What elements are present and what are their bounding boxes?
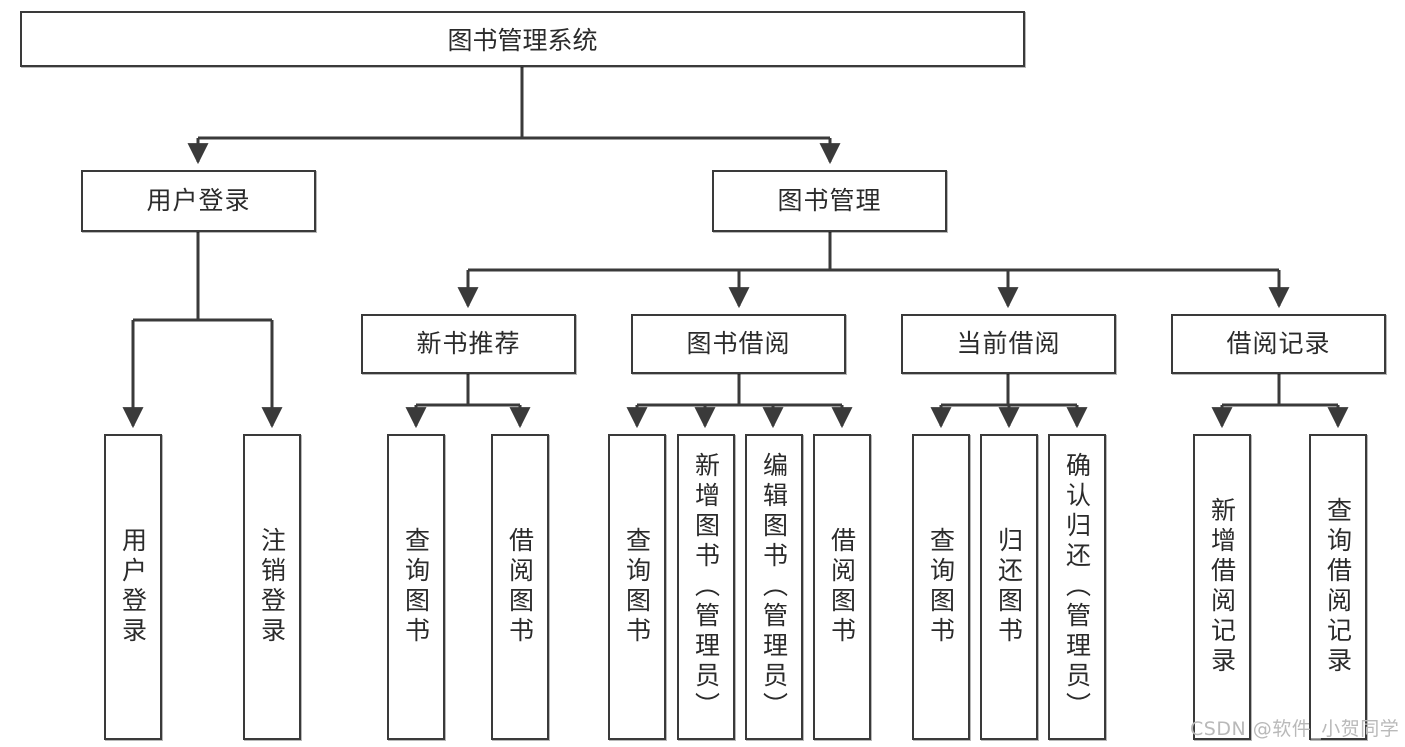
node-label: 图书管理 bbox=[777, 186, 882, 216]
node-label: 图书管理系统 bbox=[447, 26, 598, 55]
node-book-management[interactable]: 图书管理 bbox=[712, 170, 947, 232]
node-leaf-logout[interactable]: 注销登录 bbox=[243, 434, 301, 740]
node-leaf-add-borrow-record[interactable]: 新增借阅记录 bbox=[1193, 434, 1251, 740]
node-label: 查询图书 bbox=[622, 527, 652, 647]
node-label: 新增借阅记录 bbox=[1207, 497, 1237, 677]
node-label: 借阅记录 bbox=[1226, 329, 1331, 359]
node-label: 图书借阅 bbox=[686, 329, 791, 359]
node-leaf-user-login[interactable]: 用户登录 bbox=[104, 434, 162, 740]
node-leaf-query-book-recommend[interactable]: 查询图书 bbox=[387, 434, 445, 740]
node-label: 借阅图书 bbox=[827, 527, 857, 647]
node-label: 查询借阅记录 bbox=[1323, 497, 1353, 677]
node-label: 新增图书（管理员） bbox=[691, 452, 721, 722]
node-label: 编辑图书（管理员） bbox=[759, 452, 789, 722]
node-leaf-query-borrow-record[interactable]: 查询借阅记录 bbox=[1309, 434, 1367, 740]
node-label: 借阅图书 bbox=[505, 527, 535, 647]
node-book-borrowing[interactable]: 图书借阅 bbox=[631, 314, 846, 374]
node-user-login[interactable]: 用户登录 bbox=[81, 170, 316, 232]
node-label: 注销登录 bbox=[257, 527, 287, 647]
node-label: 用户登录 bbox=[118, 527, 148, 647]
node-borrowing-record[interactable]: 借阅记录 bbox=[1171, 314, 1386, 374]
node-label: 用户登录 bbox=[146, 186, 251, 216]
node-new-book-recommendation[interactable]: 新书推荐 bbox=[361, 314, 576, 374]
node-label: 当前借阅 bbox=[956, 329, 1061, 359]
node-leaf-query-book-borrow[interactable]: 查询图书 bbox=[608, 434, 666, 740]
node-leaf-query-book-current[interactable]: 查询图书 bbox=[912, 434, 970, 740]
node-current-borrowing[interactable]: 当前借阅 bbox=[901, 314, 1116, 374]
node-leaf-edit-book-admin[interactable]: 编辑图书（管理员） bbox=[745, 434, 803, 740]
node-leaf-borrow-book-recommend[interactable]: 借阅图书 bbox=[491, 434, 549, 740]
node-label: 归还图书 bbox=[994, 527, 1024, 647]
node-leaf-add-book-admin[interactable]: 新增图书（管理员） bbox=[677, 434, 735, 740]
node-label: 查询图书 bbox=[401, 527, 431, 647]
node-leaf-confirm-return-admin[interactable]: 确认归还（管理员） bbox=[1048, 434, 1106, 740]
node-leaf-borrow-book[interactable]: 借阅图书 bbox=[813, 434, 871, 740]
node-label: 查询图书 bbox=[926, 527, 956, 647]
csdn-watermark: CSDN @软件_小贺同学 bbox=[1190, 718, 1400, 740]
node-root-book-management-system[interactable]: 图书管理系统 bbox=[20, 11, 1025, 67]
node-label: 确认归还（管理员） bbox=[1062, 452, 1092, 722]
node-leaf-return-book[interactable]: 归还图书 bbox=[980, 434, 1038, 740]
node-label: 新书推荐 bbox=[416, 329, 521, 359]
